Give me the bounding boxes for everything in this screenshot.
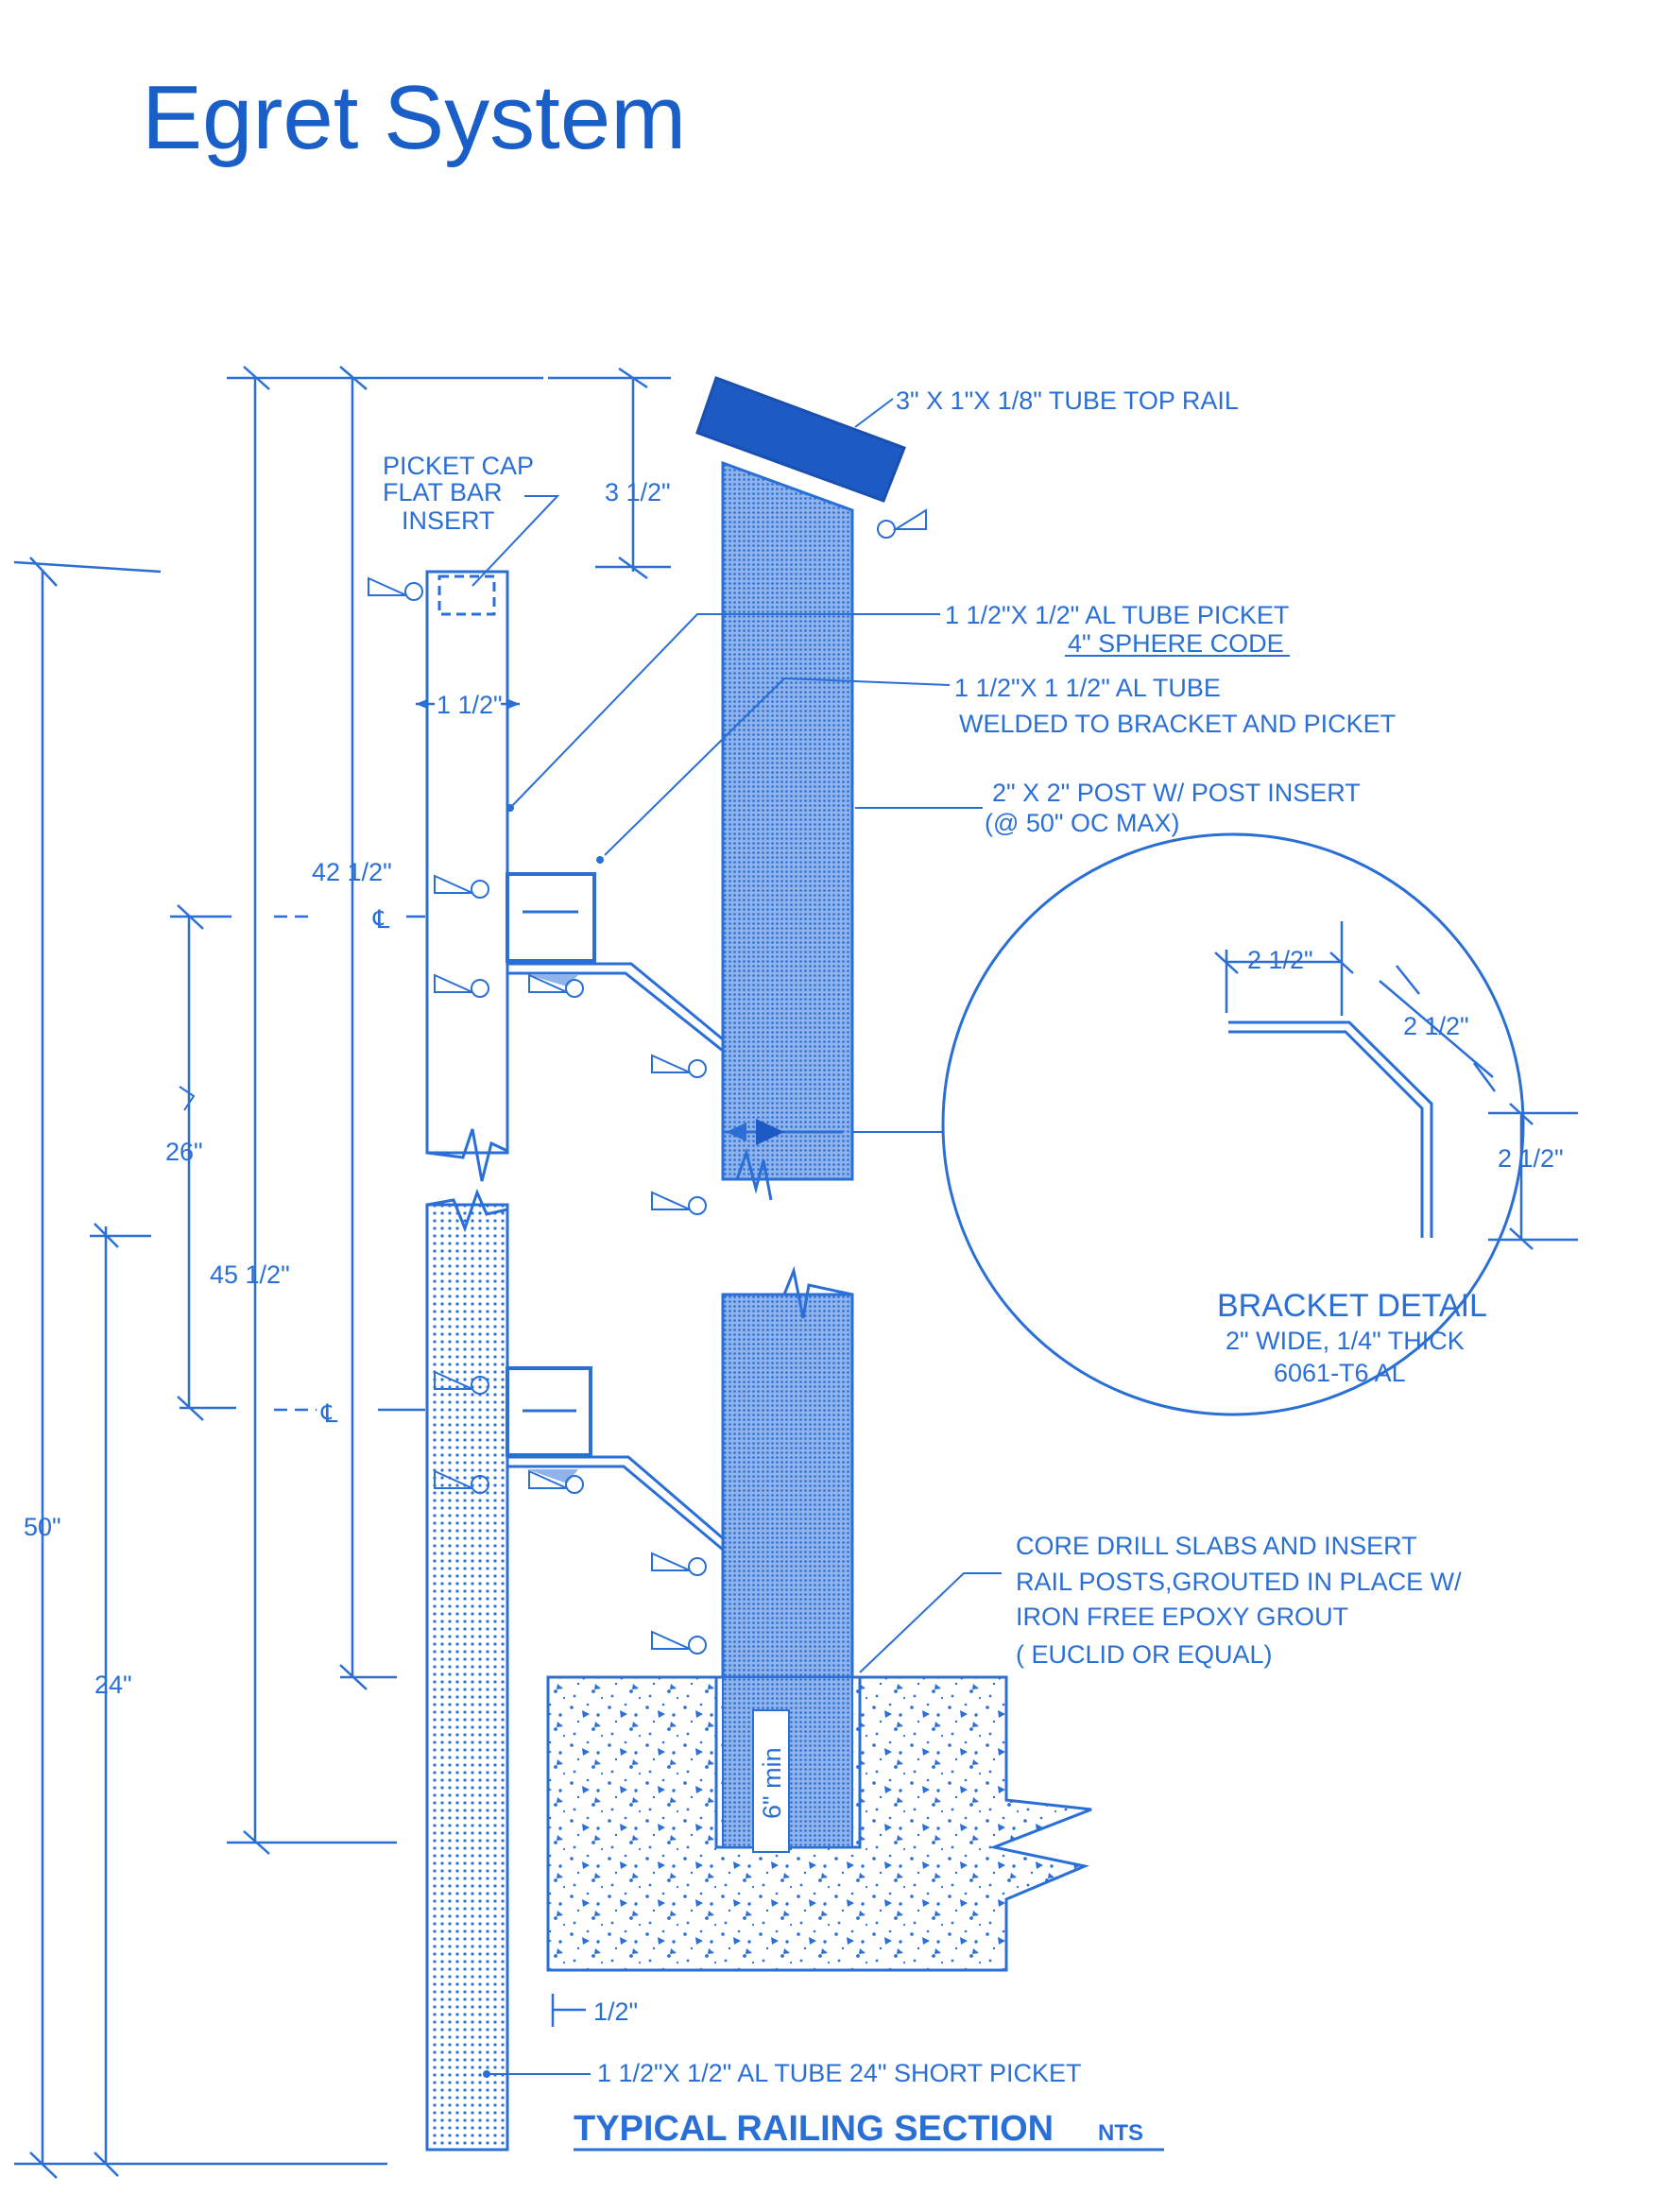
al-tube-label-1: 1 1/2"X 1 1/2" AL TUBE	[954, 674, 1221, 702]
core-label-1: CORE DRILL SLABS AND INSERT	[1016, 1532, 1417, 1560]
bracket-upper	[507, 962, 724, 1041]
picket-cap-label-3: INSERT	[402, 506, 495, 535]
bracket-dim-c: 2 1/2"	[1498, 1144, 1564, 1173]
post-upper	[721, 460, 854, 1201]
core-label-2: RAIL POSTS,GROUTED IN PLACE W/	[1016, 1568, 1462, 1596]
dim-3-5: 3 1/2"	[605, 478, 671, 506]
tube-picket-label-1: 1 1/2"X 1/2" AL TUBE PICKET	[945, 601, 1289, 629]
section-scale: NTS	[1098, 2120, 1143, 2146]
core-label-3: IRON FREE EPOXY GROUT	[1016, 1603, 1348, 1631]
bracket-detail-title: BRACKET DETAIL	[1217, 1288, 1487, 1324]
picket-cap-label-2: FLAT BAR	[383, 478, 503, 506]
centerline-lower: ℄	[320, 1399, 338, 1428]
picket-lower	[425, 1188, 509, 2152]
bracket-lower	[507, 1455, 724, 1540]
bracket-detail-line-2: 6061-T6 AL	[1274, 1359, 1406, 1387]
al-tube-label-2: WELDED TO BRACKET AND PICKET	[959, 710, 1396, 738]
bracket-detail	[941, 832, 1578, 1416]
al-tube-lower	[506, 1366, 592, 1457]
dim-50: 50"	[24, 1513, 61, 1541]
embed-label: 6" min	[758, 1747, 786, 1819]
bracket-detail-line-1: 2" WIDE, 1/4" THICK	[1226, 1327, 1465, 1355]
dim-26: 26"	[165, 1138, 203, 1166]
top-rail-label: 3" X 1"X 1/8" TUBE TOP RAIL	[896, 386, 1239, 415]
dim-half: 1/2"	[593, 1998, 638, 2026]
dim-42-5: 42 1/2"	[312, 858, 392, 886]
al-tube-upper	[506, 872, 596, 963]
dim-24: 24"	[94, 1671, 132, 1699]
bracket-dim-b: 2 1/2"	[1403, 1012, 1469, 1040]
picket-upper	[425, 570, 509, 1182]
picket-cap-label-1: PICKET CAP	[383, 452, 534, 480]
post-label-1: 2" X 2" POST W/ POST INSERT	[992, 779, 1361, 807]
centerline-upper: ℄	[372, 905, 390, 934]
top-rail	[695, 376, 906, 503]
weld-symbols	[368, 576, 707, 1655]
page-title: Egret System	[142, 67, 687, 168]
dim-1-5: 1 1/2"	[437, 691, 503, 719]
dim-45-5: 45 1/2"	[210, 1260, 290, 1289]
core-label-4: ( EUCLID OR EQUAL)	[1016, 1640, 1273, 1669]
section-title: TYPICAL RAILING SECTION	[574, 2109, 1054, 2149]
dimension-lines	[13, 366, 671, 2179]
tube-picket-label-2: 4" SPHERE CODE	[1068, 629, 1284, 658]
short-picket-label: 1 1/2"X 1/2" AL TUBE 24" SHORT PICKET	[597, 2059, 1082, 2087]
bracket-dim-a: 2 1/2"	[1247, 946, 1313, 974]
concrete-slab	[546, 1675, 1092, 1972]
post-label-2: (@ 50" OC MAX)	[985, 809, 1180, 837]
